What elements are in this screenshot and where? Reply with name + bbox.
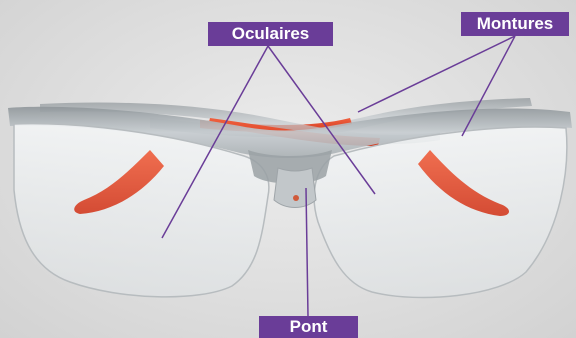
leader-pont — [306, 188, 308, 316]
nose-pads — [274, 168, 316, 208]
label-pont: Pont — [259, 316, 358, 338]
label-oculaires: Oculaires — [208, 22, 333, 46]
label-montures: Montures — [461, 12, 569, 36]
right-lens — [314, 127, 567, 297]
